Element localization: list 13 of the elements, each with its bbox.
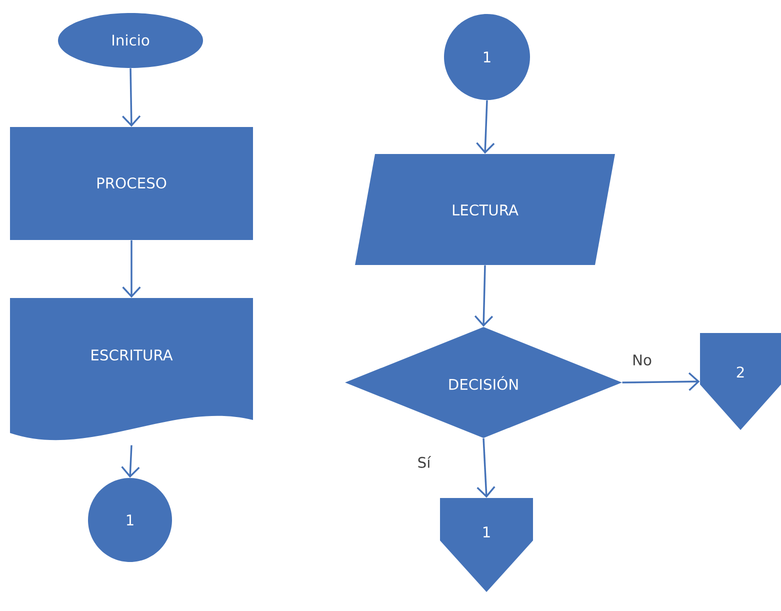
off-page-connector: 1: [440, 498, 533, 592]
edge-label: Sí: [416, 454, 432, 470]
arrow: [121, 445, 140, 478]
process-box: PROCESO: [10, 127, 253, 240]
arrow: [122, 240, 141, 298]
arrow: [476, 438, 496, 498]
arrow: [122, 68, 141, 127]
arrow: [622, 372, 700, 391]
edge-label: No: [630, 353, 654, 367]
arrow: [476, 100, 495, 154]
data-parallelogram: LECTURA: [355, 154, 615, 265]
off-page-connector: 2: [700, 333, 781, 430]
arrow: [474, 265, 494, 327]
